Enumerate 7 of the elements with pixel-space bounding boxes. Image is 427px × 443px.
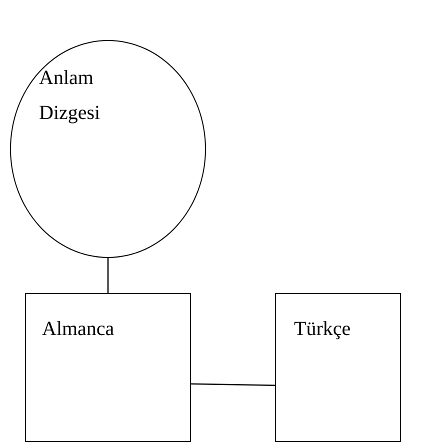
connector-line (190, 383, 276, 386)
text-box (25, 293, 191, 442)
node-label: Anlam Dizgesi (39, 66, 102, 126)
node-label: Almanca (42, 317, 116, 342)
node-label: Türkçe (294, 317, 352, 342)
connector-line (107, 258, 109, 293)
text-box (275, 293, 401, 442)
